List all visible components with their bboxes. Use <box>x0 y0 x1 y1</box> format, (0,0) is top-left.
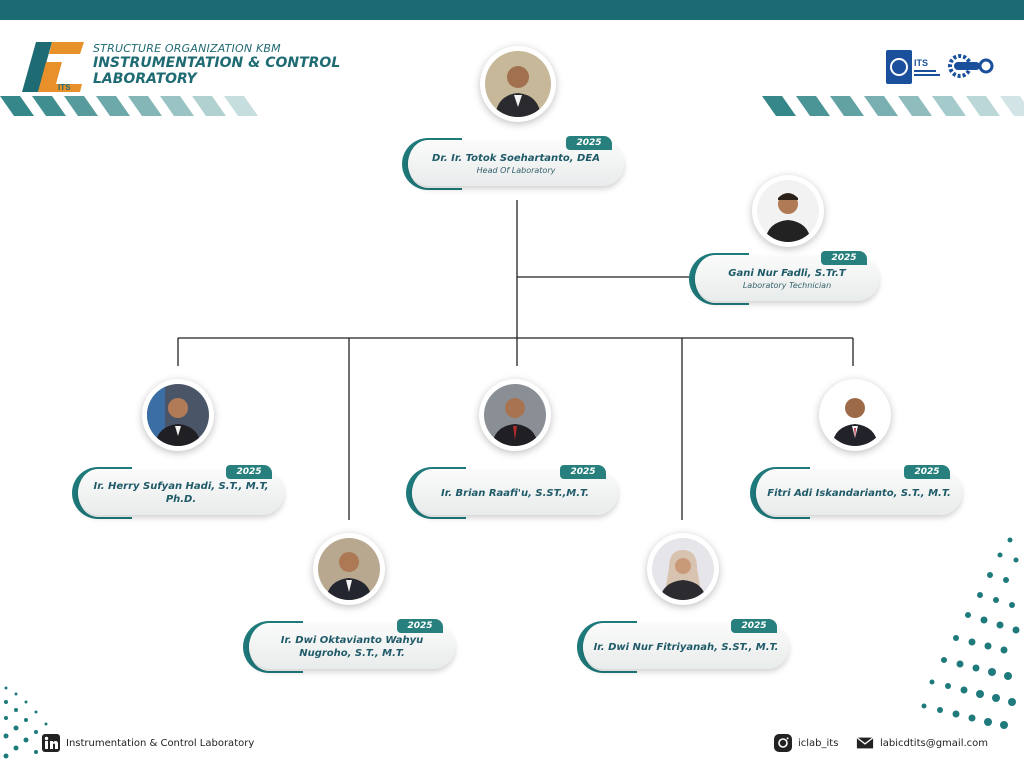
person-name: Fitri Adi Iskandarianto, S.T., M.T. <box>767 487 951 499</box>
year-badge: 2025 <box>560 465 606 479</box>
person-name: Ir. Herry Sufyan Hadi, S.T., M.T, Ph.D. <box>93 481 269 505</box>
header-title-line1: INSTRUMENTATION & CONTROL <box>93 55 341 71</box>
header-title-line2: LABORATORY <box>93 71 197 87</box>
card-herry: Ir. Herry Sufyan Hadi, S.T., M.T, Ph.D. … <box>72 465 284 519</box>
footer-instagram[interactable]: iclab_its <box>774 734 838 752</box>
its-logos: ITS <box>886 50 994 84</box>
photo-dwi-nur <box>647 533 719 605</box>
linkedin-icon <box>42 734 60 752</box>
decorative-stripes-right <box>762 96 1024 116</box>
instagram-icon <box>774 734 792 752</box>
logo-its-text: ITS <box>58 83 71 92</box>
person-name: Dr. Ir. Totok Soehartanto, DEA <box>432 153 600 164</box>
decorative-stripes-left <box>0 96 258 116</box>
header-subtitle: STRUCTURE ORGANIZATION KBM <box>93 42 281 55</box>
photo-head <box>480 46 556 122</box>
year-badge: 2025 <box>397 619 443 633</box>
person-role: Head Of Laboratory <box>476 166 556 175</box>
year-badge: 2025 <box>904 465 950 479</box>
footer-linkedin-label: Instrumentation & Control Laboratory <box>66 737 255 749</box>
iclab-logo: ITS <box>22 42 84 92</box>
person-avatar-icon <box>147 384 209 446</box>
person-name: Gani Nur Fadli, S.Tr.T <box>728 268 846 279</box>
photo-dwi-oktavianto <box>313 533 385 605</box>
card-dwi-nur: Ir. Dwi Nur Fitriyanah, S.ST., M.T. 2025 <box>577 619 789 673</box>
photo-technician <box>752 175 824 247</box>
its-logo-text: ITS <box>914 58 928 68</box>
photo-fitri <box>819 379 891 451</box>
footer-email[interactable]: labicdtits@gmail.com <box>856 734 988 752</box>
person-avatar-icon <box>757 180 819 242</box>
card-head: Dr. Ir. Totok Soehartanto, DEA Head Of L… <box>402 136 624 190</box>
year-badge: 2025 <box>566 136 612 150</box>
footer-email-label: labicdtits@gmail.com <box>880 737 989 749</box>
card-fitri: Fitri Adi Iskandarianto, S.T., M.T. 2025 <box>750 465 962 519</box>
card-dwi-oktavianto: Ir. Dwi Oktavianto Wahyu Nugroho, S.T., … <box>243 619 455 673</box>
person-avatar-icon <box>824 384 886 446</box>
photo-herry <box>142 379 214 451</box>
card-brian: Ir. Brian Raafi'u, S.ST.,M.T. 2025 <box>406 465 618 519</box>
year-badge: 2025 <box>226 465 272 479</box>
person-name: Ir. Dwi Oktavianto Wahyu Nugroho, S.T., … <box>280 635 424 659</box>
year-badge: 2025 <box>821 251 867 265</box>
photo-brian <box>479 379 551 451</box>
person-avatar-icon <box>652 538 714 600</box>
year-badge: 2025 <box>731 619 777 633</box>
decorative-dots-bottom-right <box>921 537 1020 729</box>
person-role: Laboratory Technician <box>742 281 832 290</box>
footer-linkedin[interactable]: Instrumentation & Control Laboratory <box>42 734 254 752</box>
person-name: Ir. Dwi Nur Fitriyanah, S.ST., M.T. <box>593 641 779 653</box>
top-bar <box>0 0 1024 20</box>
person-avatar-icon <box>485 51 551 117</box>
footer-instagram-label: iclab_its <box>798 737 839 749</box>
card-technician: Gani Nur Fadli, S.Tr.T Laboratory Techni… <box>689 251 879 305</box>
person-avatar-icon <box>484 384 546 446</box>
decorative-dots-bottom-left <box>3 686 58 759</box>
mail-icon <box>856 734 874 752</box>
person-avatar-icon <box>318 538 380 600</box>
header: STRUCTURE ORGANIZATION KBM INSTRUMENTATI… <box>93 42 353 87</box>
person-name: Ir. Brian Raafi'u, S.ST.,M.T. <box>441 487 589 499</box>
